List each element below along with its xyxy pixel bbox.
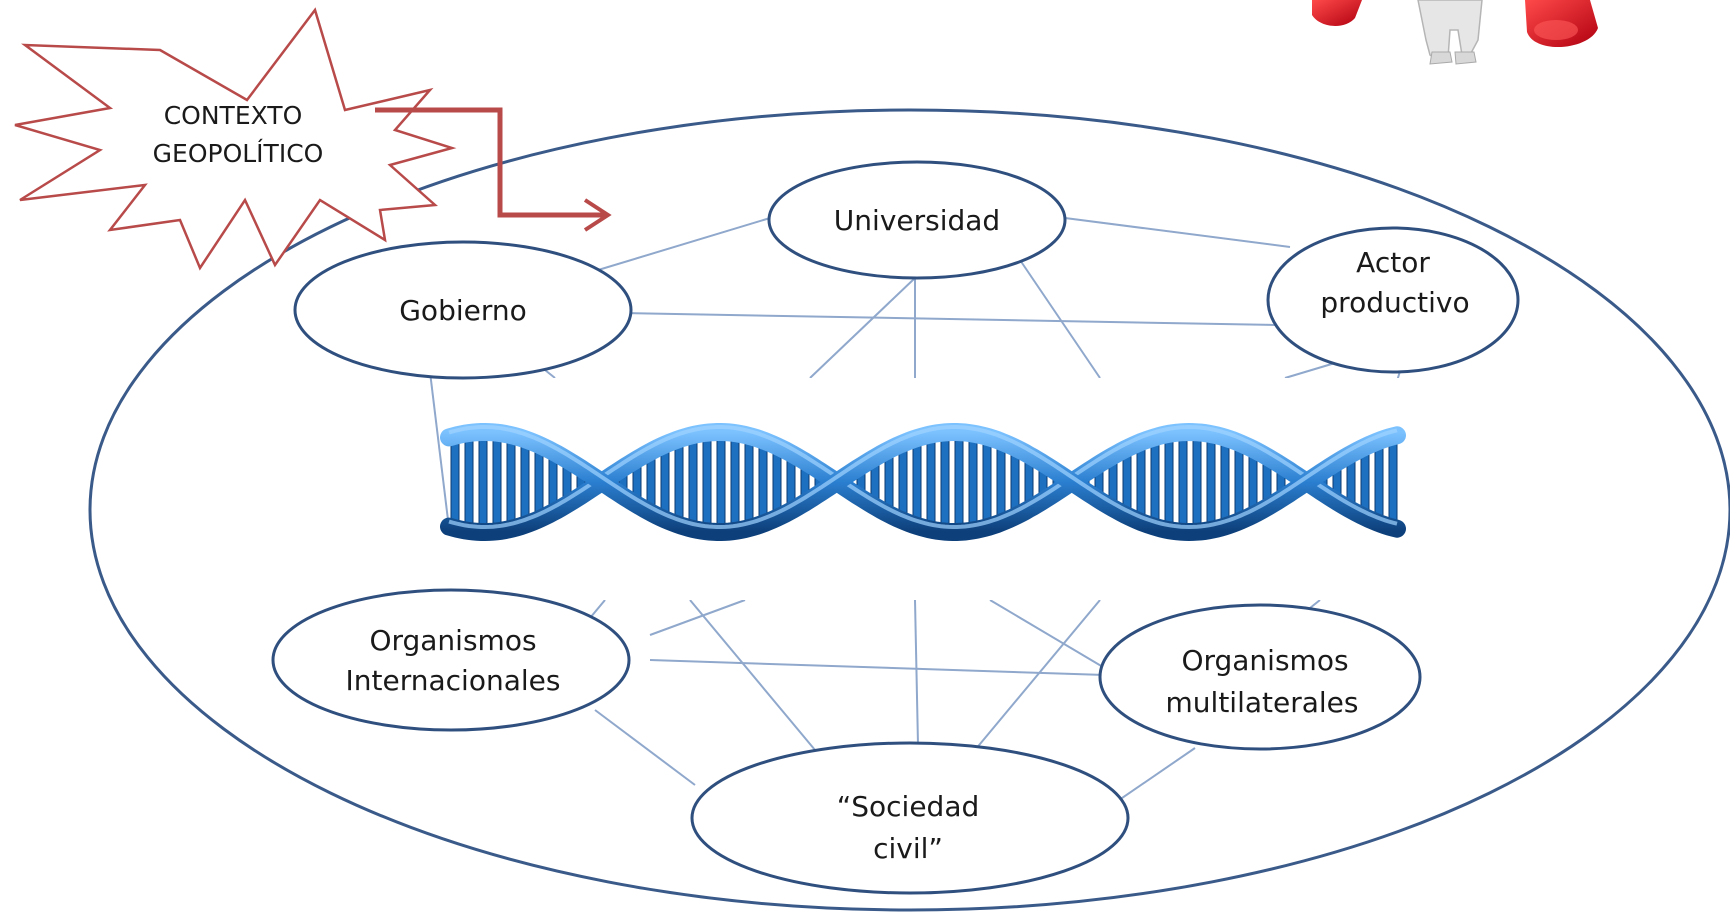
dna-rung xyxy=(674,438,684,526)
node-label: “Sociedad xyxy=(837,790,980,823)
node-label: Actor xyxy=(1356,246,1430,279)
dna-rung xyxy=(898,442,908,522)
dna-rung xyxy=(982,436,992,528)
dna-rung xyxy=(1206,433,1216,531)
dna-rung xyxy=(1178,431,1188,533)
dna-rung xyxy=(478,431,488,533)
dna-rung xyxy=(730,432,740,532)
dna-rung xyxy=(464,432,474,532)
starburst-shape xyxy=(14,7,457,271)
node-label: Internacionales xyxy=(346,664,561,697)
node-gobierno: Gobierno xyxy=(293,240,633,380)
dna-rung xyxy=(506,434,516,530)
connector-lines xyxy=(429,217,1406,821)
dna-rung xyxy=(1388,435,1398,529)
dna-strand-a-highlight xyxy=(448,424,1398,529)
node-label: Gobierno xyxy=(399,294,527,327)
dna-rung xyxy=(758,439,768,525)
node-organismos-multilaterales: Organismos multilaterales xyxy=(1098,603,1422,751)
dna-rung xyxy=(1164,433,1174,531)
node-universidad: Universidad xyxy=(767,160,1067,280)
dna-rung xyxy=(968,433,978,531)
dna-rung xyxy=(688,434,698,530)
dna-helix-icon xyxy=(440,422,1406,542)
dna-rung xyxy=(926,433,936,531)
dna-rung xyxy=(912,437,922,527)
node-label: civil” xyxy=(873,832,943,865)
node-label: Universidad xyxy=(834,204,1000,237)
dna-rung xyxy=(1220,437,1230,527)
outer-ellipse xyxy=(88,108,1730,912)
dna-rung xyxy=(940,431,950,533)
node-label: productivo xyxy=(1320,286,1469,319)
dna-rung xyxy=(954,431,964,533)
dna-rung xyxy=(520,438,530,526)
dna-rung xyxy=(1234,442,1244,522)
context-starburst: CONTEXTO GEOPOLÍTICO xyxy=(14,7,457,271)
figure-with-red-blocks-icon xyxy=(1312,0,1598,65)
dna-rung xyxy=(492,432,502,532)
dna-rung xyxy=(450,435,460,529)
dna-rung xyxy=(744,435,754,529)
context-label: GEOPOLÍTICO xyxy=(153,139,324,168)
arrow-icon xyxy=(375,107,612,232)
dna-rung xyxy=(996,440,1006,524)
dna-rung xyxy=(1374,440,1384,524)
node-label: Organismos xyxy=(1181,644,1348,677)
node-actor-productivo: Actor productivo xyxy=(1266,226,1520,374)
dna-strand-b-highlight xyxy=(448,425,1398,530)
context-label: CONTEXTO xyxy=(164,101,303,130)
node-organismos-internacionales: Organismos Internacionales xyxy=(271,588,631,732)
dna-rung xyxy=(1192,431,1202,533)
dna-strand-b xyxy=(440,423,1406,542)
dna-rung xyxy=(1150,436,1160,528)
node-label: multilaterales xyxy=(1166,686,1359,719)
dna-rung xyxy=(716,431,726,533)
node-label: Organismos xyxy=(369,624,536,657)
dna-rung xyxy=(702,432,712,532)
dna-rung xyxy=(1136,441,1146,523)
node-sociedad-civil: “Sociedad civil” xyxy=(690,741,1130,895)
dna-rung xyxy=(660,444,670,520)
